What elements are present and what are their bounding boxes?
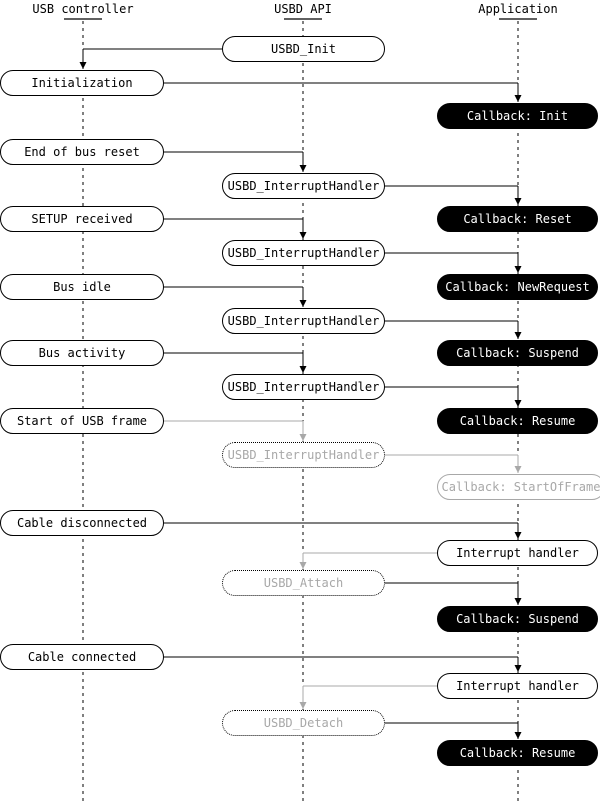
node-label: End of bus reset (24, 145, 140, 159)
node-label: USBD_InterruptHandler (227, 380, 380, 394)
node-cb_suspend_2[interactable]: Callback: Suspend (437, 606, 598, 632)
connector-initialization-to-cb_init (164, 82, 522, 102)
connector-start_of_frame-to-ih_5 (164, 420, 307, 441)
connector-irq_handler_1-to-usbd_attach (299, 552, 437, 569)
node-cable_disc[interactable]: Cable disconnected (0, 510, 164, 536)
connector-cable_disc-to-irq_handler_1 (164, 522, 522, 539)
node-label: USBD_Detach (263, 716, 344, 730)
node-label: Callback: Resume (459, 746, 576, 760)
connector-ih_3-to-cb_suspend_1 (385, 320, 522, 339)
connector-bus_idle-to-ih_3 (164, 286, 307, 307)
node-cb_resume_1[interactable]: Callback: Resume (437, 408, 598, 434)
node-ih_5[interactable]: USBD_InterruptHandler (222, 442, 385, 468)
node-setup_received[interactable]: SETUP received (0, 206, 164, 232)
node-label: Callback: NewRequest (445, 280, 590, 294)
node-label: Initialization (31, 76, 133, 90)
connector-cable_conn-to-irq_handler_2 (164, 656, 522, 672)
connector-ih_4-to-cb_resume_1 (385, 386, 522, 407)
node-ih_2[interactable]: USBD_InterruptHandler (222, 240, 385, 266)
connector-usbd_init-to-initialization (79, 48, 222, 69)
node-cb_startofframe[interactable]: Callback: StartOfFrame (437, 474, 600, 500)
node-label: Callback: Reset (463, 212, 572, 226)
node-cb_init[interactable]: Callback: Init (437, 103, 598, 129)
column-header-application: Application (478, 2, 558, 16)
node-initialization[interactable]: Initialization (0, 70, 164, 96)
node-label: Callback: Init (466, 109, 569, 123)
node-ih_3[interactable]: USBD_InterruptHandler (222, 308, 385, 334)
node-irq_handler_1[interactable]: Interrupt handler (437, 540, 598, 566)
node-end_bus_reset[interactable]: End of bus reset (0, 139, 164, 165)
node-ih_4[interactable]: USBD_InterruptHandler (222, 374, 385, 400)
column-header-usb_controller: USB controller (32, 2, 134, 16)
lifeline-application (499, 18, 537, 802)
node-bus_activity[interactable]: Bus activity (0, 340, 164, 366)
connector-irq_handler_2-to-usbd_detach (299, 685, 437, 709)
node-start_of_frame[interactable]: Start of USB frame (0, 408, 164, 434)
connector-end_bus_reset-to-ih_1 (164, 151, 307, 172)
connector-bus_activity-to-ih_4 (164, 352, 307, 373)
node-cb_newrequest[interactable]: Callback: NewRequest (437, 274, 598, 300)
column-header-usbd_api: USBD API (274, 2, 332, 16)
node-cb_suspend_1[interactable]: Callback: Suspend (437, 340, 598, 366)
node-label: Cable disconnected (16, 516, 148, 530)
node-label: Callback: Suspend (456, 346, 579, 360)
node-label: Callback: StartOfFrame (441, 480, 600, 494)
lifeline-usb_controller (64, 18, 102, 802)
connector-usbd_attach-to-cb_suspend_2 (385, 582, 522, 605)
node-cable_conn[interactable]: Cable connected (0, 644, 164, 670)
node-ih_1[interactable]: USBD_InterruptHandler (222, 173, 385, 199)
node-label: Bus activity (38, 346, 126, 360)
node-label: Callback: Resume (459, 414, 576, 428)
node-label: USBD_InterruptHandler (227, 246, 380, 260)
node-usbd_init[interactable]: USBD_Init (222, 36, 385, 62)
lifeline-usbd_api (284, 18, 322, 802)
node-cb_reset[interactable]: Callback: Reset (437, 206, 598, 232)
connector-usbd_detach-to-cb_resume_2 (385, 722, 522, 739)
node-usbd_attach[interactable]: USBD_Attach (222, 570, 385, 596)
node-label: USBD_InterruptHandler (227, 448, 380, 462)
connector-ih_1-to-cb_reset (385, 185, 522, 205)
node-label: Interrupt handler (456, 679, 579, 693)
connector-ih_2-to-cb_newrequest (385, 252, 522, 273)
node-bus_idle[interactable]: Bus idle (0, 274, 164, 300)
node-label: Start of USB frame (16, 414, 148, 428)
node-label: USBD_InterruptHandler (227, 314, 380, 328)
node-label: Cable connected (27, 650, 137, 664)
node-label: SETUP received (31, 212, 133, 226)
node-label: Callback: Suspend (456, 612, 579, 626)
node-usbd_detach[interactable]: USBD_Detach (222, 710, 385, 736)
node-irq_handler_2[interactable]: Interrupt handler (437, 673, 598, 699)
connector-setup_received-to-ih_2 (164, 218, 307, 239)
node-label: Interrupt handler (456, 546, 579, 560)
node-cb_resume_2[interactable]: Callback: Resume (437, 740, 598, 766)
node-label: USBD_InterruptHandler (227, 179, 380, 193)
node-label: Bus idle (53, 280, 111, 294)
node-label: USBD_Init (270, 42, 337, 56)
connector-ih_5-to-cb_startofframe (385, 454, 522, 473)
node-label: USBD_Attach (263, 576, 344, 590)
